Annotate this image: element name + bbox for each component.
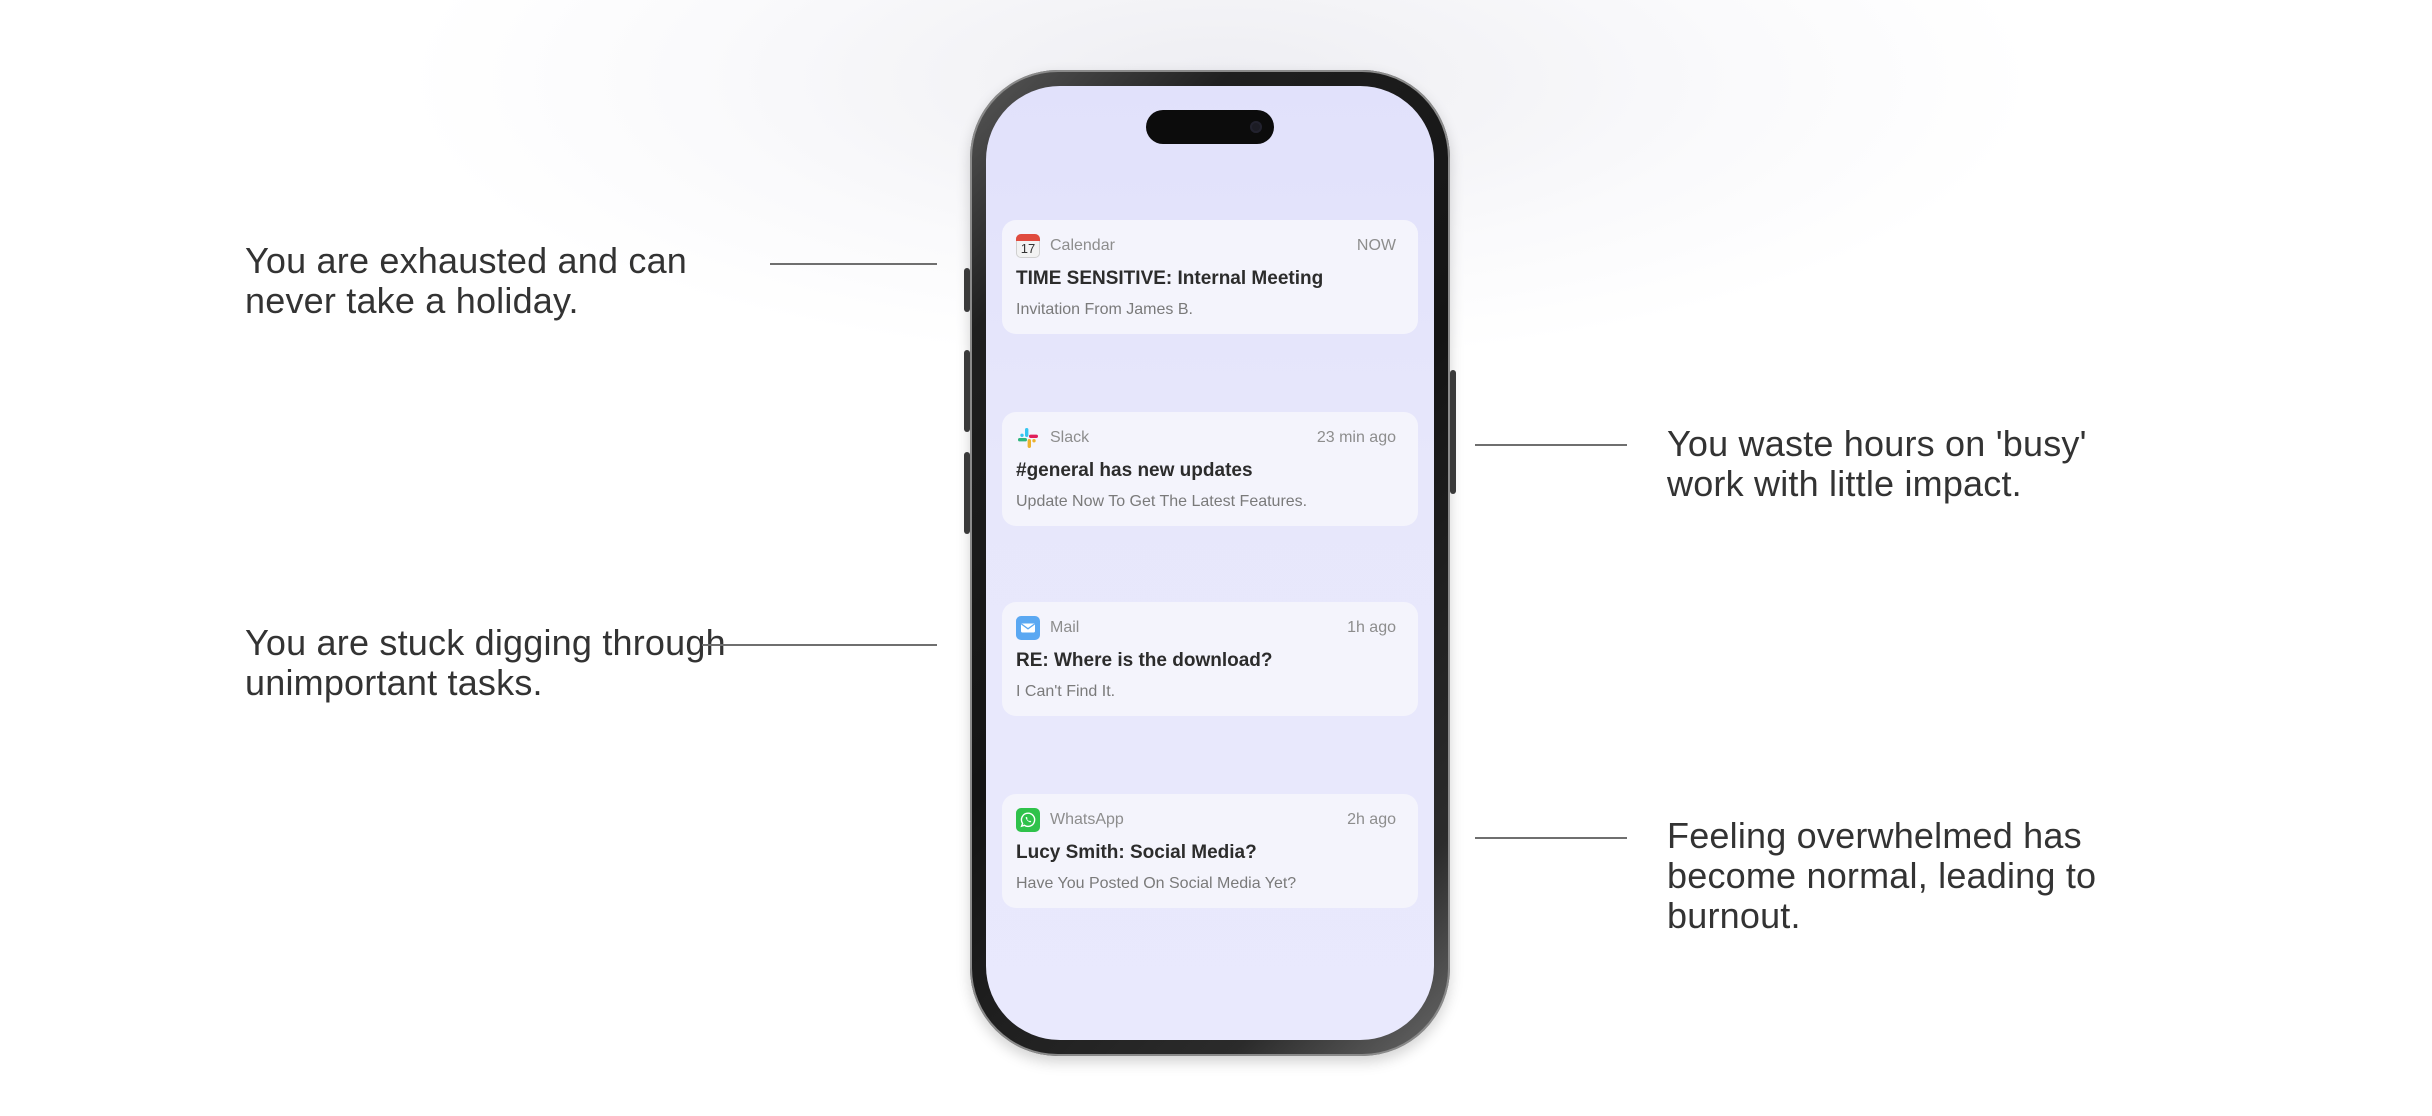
action-button[interactable] [964,268,970,312]
power-button[interactable] [1450,370,1456,494]
connector-line [702,644,937,646]
notification-body: Update Now To Get The Latest Features. [1016,493,1308,510]
notification-calendar[interactable]: 17 Calendar NOW TIME SENSITIVE: Internal… [1002,220,1418,334]
calendar-date: 17 [1020,241,1036,256]
notification-title: #general has new updates [1016,460,1253,481]
callout-line: never take a holiday. [245,280,579,321]
notification-header: Slack 23 min ago [1016,426,1396,450]
calendar-icon: 17 [1016,234,1040,258]
notification-time: NOW [1356,237,1396,254]
app-name: Slack [1050,429,1090,446]
mail-icon [1016,616,1040,640]
notification-title: RE: Where is the download? [1016,650,1273,671]
callout-busy-work: You waste hours on 'busy' work with litt… [1667,424,2087,504]
callout-line: work with little impact. [1667,463,2022,504]
callout-line: You waste hours on 'busy' [1667,423,2087,464]
notification-time: 23 min ago [1316,429,1396,446]
notification-header: 17 Calendar NOW [1016,234,1396,258]
connector-line [1475,837,1627,839]
app-name: Calendar [1050,237,1115,254]
connector-line [770,263,937,265]
notification-whatsapp[interactable]: WhatsApp 2h ago Lucy Smith: Social Media… [1002,794,1418,908]
notification-header: Mail 1h ago [1016,616,1396,640]
callout-burnout: Feeling overwhelmed has become normal, l… [1667,816,2096,936]
notification-time: 1h ago [1347,619,1396,636]
dynamic-island [1146,110,1274,144]
callout-line: Feeling overwhelmed has [1667,815,2082,856]
notification-body: Have You Posted On Social Media Yet? [1016,875,1297,892]
callout-stuck: You are stuck digging through unimportan… [245,623,726,703]
phone-mockup: 17 Calendar NOW TIME SENSITIVE: Internal… [964,70,1456,1056]
app-name: Mail [1050,619,1080,636]
notification-slack[interactable]: Slack 23 min ago #general has new update… [1002,412,1418,526]
notification-body: Invitation From James B. [1016,301,1193,318]
callout-exhausted: You are exhausted and can never take a h… [245,241,687,321]
notification-title: Lucy Smith: Social Media? [1016,842,1257,863]
notification-header: WhatsApp 2h ago [1016,808,1396,832]
callout-line: burnout. [1667,895,1801,936]
volume-down-button[interactable] [964,452,970,534]
callout-line: unimportant tasks. [245,662,543,703]
callout-line: You are exhausted and can [245,240,688,281]
volume-up-button[interactable] [964,350,970,432]
slack-icon [1016,426,1040,450]
connector-line [1475,444,1627,446]
notification-body: I Can't Find It. [1016,683,1116,700]
notification-time: 2h ago [1347,811,1396,828]
app-name: WhatsApp [1050,811,1124,828]
callout-line: become normal, leading to [1667,855,2097,896]
notification-mail[interactable]: Mail 1h ago RE: Where is the download? I… [1002,602,1418,716]
notification-title: TIME SENSITIVE: Internal Meeting [1016,268,1324,289]
whatsapp-icon [1016,808,1040,832]
phone-screen: 17 Calendar NOW TIME SENSITIVE: Internal… [986,86,1434,1040]
callout-line: You are stuck digging through [245,622,726,663]
camera-icon [1250,121,1262,133]
